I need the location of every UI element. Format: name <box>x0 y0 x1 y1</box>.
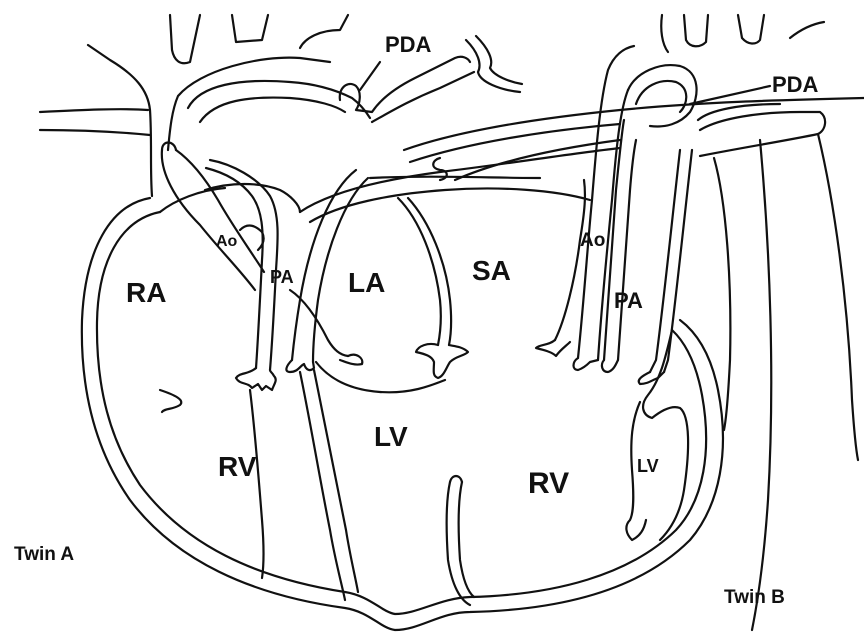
twin-a-head-vessel-2 <box>232 15 268 42</box>
ra-rv-wall-right <box>250 390 264 578</box>
twin-b-pa-branch <box>602 360 618 372</box>
twin-b-body-line-3 <box>714 158 730 430</box>
label-rv-twin-a: RV <box>218 451 257 482</box>
twin-a-curled-vessel-inner <box>476 36 522 84</box>
label-ra: RA <box>126 277 166 308</box>
label-sa: SA <box>472 255 511 286</box>
label-twin-b: Twin B <box>724 587 785 608</box>
twin-a-pa-wall-left <box>206 168 263 368</box>
atrial-roof-vessel-top <box>300 148 620 212</box>
twin-b-right-pa-left <box>650 150 680 372</box>
twin-b-pa-right <box>618 140 636 360</box>
label-pa-twin-b: PA <box>614 288 643 313</box>
label-rv-twin-b: RV <box>528 467 569 500</box>
twin-a-curled-vessel <box>466 40 520 92</box>
ra-rv-papillary <box>160 390 181 412</box>
twin-a-pa-wall-right <box>210 160 278 370</box>
label-lv-twin-a: LV <box>374 421 408 452</box>
sa-right-branch <box>536 340 570 356</box>
twin-b-lv-wall <box>643 330 688 540</box>
twin-b-head-vessel-2 <box>684 15 708 46</box>
la-right-strut-branch <box>340 355 362 365</box>
lv-rv-septum-b-inner <box>459 482 474 597</box>
twin-a-aortic-arch-inner <box>200 98 345 122</box>
upper-vessel-line-2 <box>410 124 620 162</box>
atrial-roof-vessel-bottom <box>310 188 590 222</box>
twin-a-head-vessel-3 <box>300 15 348 48</box>
twin-b-head-vessel-3 <box>738 15 764 44</box>
twin-a-pda-pointer <box>360 62 380 90</box>
twin-b-ao-branch <box>574 358 599 370</box>
twin-a-head-vessel-1 <box>170 15 200 63</box>
atrial-roof-line <box>370 177 540 178</box>
label-la: LA <box>348 267 385 298</box>
twin-a-ra-septum <box>160 188 225 212</box>
twin-b-head-vessel-4 <box>790 22 824 38</box>
twin-b-body-line-1 <box>752 140 771 630</box>
label-ao-twin-b: Ao <box>580 230 605 251</box>
la-sa-septum <box>398 198 441 345</box>
twin-a-pda-duct-inner <box>372 72 474 122</box>
label-ao-twin-a: Ao <box>216 233 238 250</box>
twin-a-aorta-left-wall <box>88 45 152 196</box>
twin-a-aorta-right-wall <box>168 58 330 150</box>
twin-b-body-line-2 <box>818 134 858 460</box>
twin-a-pa-branch <box>236 368 276 390</box>
upper-vessel-line-1 <box>404 98 864 150</box>
twin-a-ao-tube-right <box>176 150 264 272</box>
twin-a-left-vessel-bottom <box>40 130 150 135</box>
label-pda-twin-a: PDA <box>385 32 432 57</box>
label-twin-a: Twin A <box>14 544 74 565</box>
twin-b-arch <box>700 112 825 156</box>
central-septum <box>316 362 445 392</box>
sa-right-wall <box>555 180 585 340</box>
twin-a-ao-valve <box>240 226 264 250</box>
la-mitral-branch <box>286 360 314 372</box>
label-pa-twin-a: PA <box>270 267 294 287</box>
twin-a-left-vessel-top <box>40 109 148 112</box>
label-lv-twin-b: LV <box>637 456 659 476</box>
label-pda-twin-b: PDA <box>772 72 819 97</box>
la-sa-septum-branch <box>416 344 468 378</box>
lv-rv-septum-b-cap <box>450 476 462 482</box>
twin-b-head-vessel-1 <box>661 15 668 52</box>
